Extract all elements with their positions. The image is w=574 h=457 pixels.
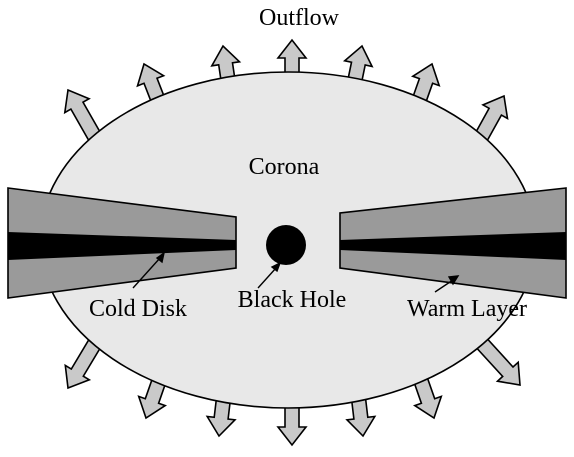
black-hole-label: Black Hole (238, 287, 347, 313)
warm-layer-pointer-head (447, 275, 460, 286)
black-hole-pointer-head (270, 261, 282, 273)
pointer-arrows (132, 251, 460, 293)
corona-label: Corona (249, 154, 320, 180)
left-cold-disk (8, 232, 236, 260)
outflow-label: Outflow (259, 5, 340, 31)
cold-disk-label: Cold Disk (89, 296, 187, 322)
warm-layer-label: Warm Layer (407, 296, 527, 322)
black-hole-icon (266, 225, 306, 265)
black-hole-pointer-line (257, 267, 277, 289)
warm-layer-pointer-line (434, 279, 454, 293)
cold-disk-pointer-head (155, 251, 166, 264)
cold-disk-pointer-line (132, 257, 161, 289)
right-cold-disk (340, 232, 566, 260)
